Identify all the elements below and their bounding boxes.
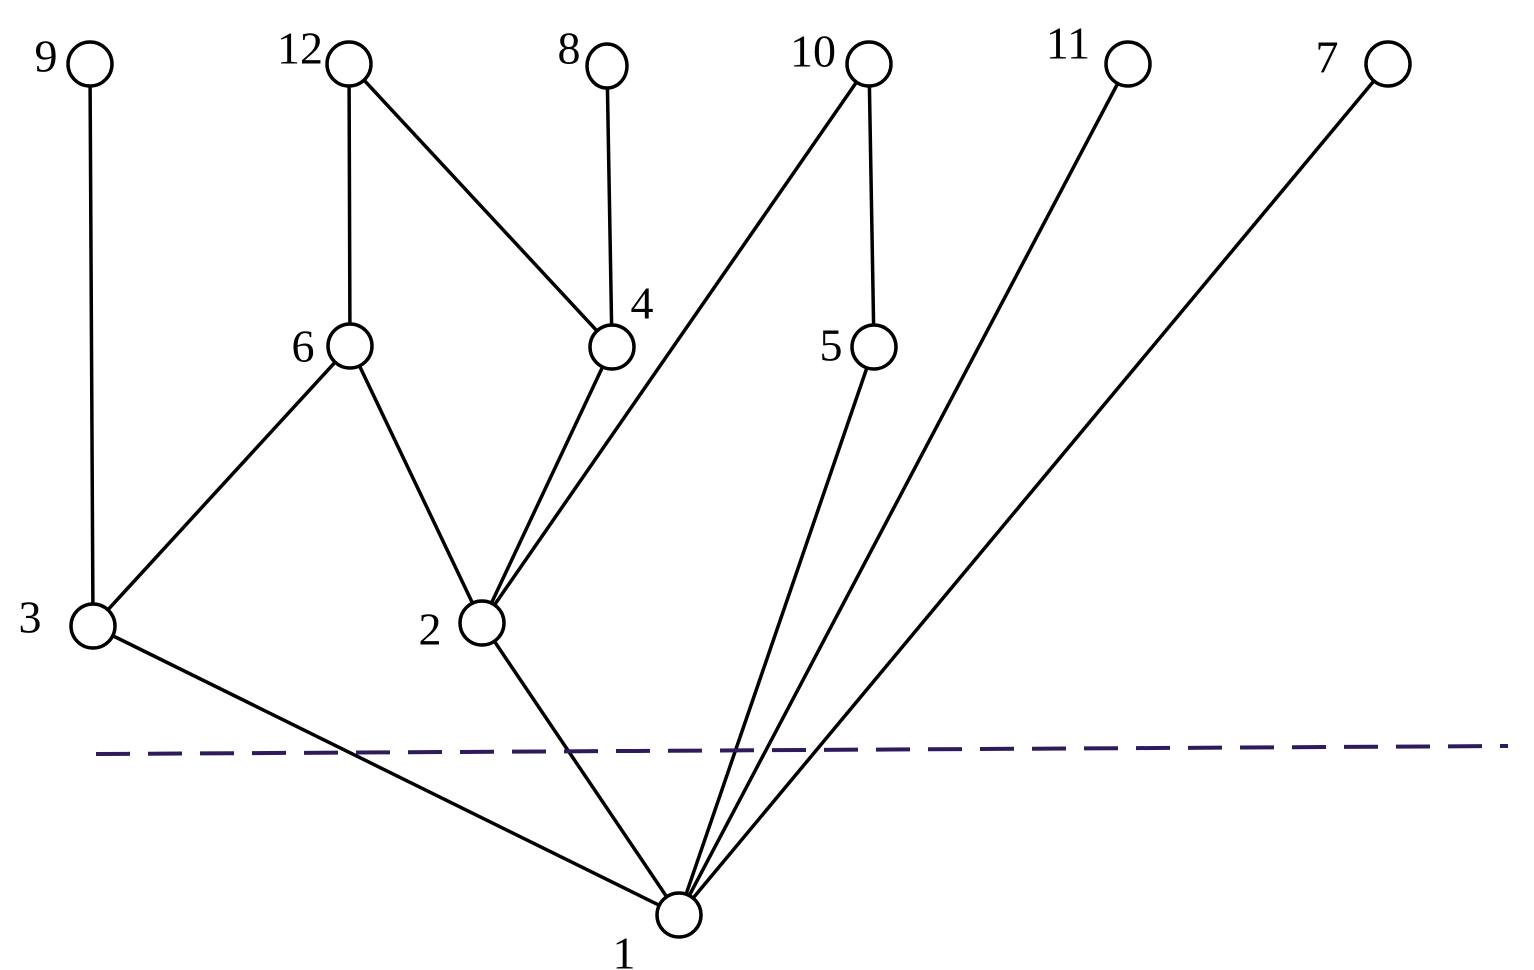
node-5 <box>850 323 898 371</box>
edge-10-5 <box>867 84 876 327</box>
node-label-1: 1 <box>613 928 636 970</box>
node-12 <box>325 40 373 88</box>
nodes-layer <box>66 40 1412 939</box>
node-11 <box>1104 40 1152 88</box>
dashed-cut-line <box>95 744 1509 756</box>
edge-11-1 <box>687 81 1120 898</box>
node-label-7: 7 <box>1316 32 1339 83</box>
edge-6-2 <box>357 364 475 605</box>
node-4 <box>588 323 636 371</box>
edge-6-3 <box>106 360 337 612</box>
edge-3-1 <box>110 633 662 908</box>
edges-layer <box>88 78 1376 908</box>
node-8 <box>585 42 629 90</box>
node-label-12: 12 <box>277 23 323 74</box>
node-label-2: 2 <box>419 604 442 655</box>
edge-10-2 <box>492 80 859 607</box>
edge-4-2 <box>489 365 605 605</box>
edge-5-1 <box>684 366 869 896</box>
node-label-6: 6 <box>292 321 315 372</box>
node-6 <box>326 322 374 370</box>
node-label-4: 4 <box>631 278 654 329</box>
edge-2-1 <box>492 639 669 899</box>
edge-12-6 <box>347 84 352 326</box>
node-label-10: 10 <box>790 26 836 77</box>
edge-12-4 <box>362 78 599 333</box>
node-label-5: 5 <box>820 320 843 371</box>
node-9 <box>66 40 114 88</box>
node-7 <box>1364 40 1412 88</box>
node-label-11: 11 <box>1046 18 1090 69</box>
node-10 <box>845 40 893 88</box>
node-2 <box>458 599 506 647</box>
edge-8-4 <box>605 84 614 327</box>
node-1 <box>655 891 703 939</box>
edge-9-3 <box>88 84 95 606</box>
node-label-9: 9 <box>35 31 58 82</box>
edge-7-1 <box>691 79 1376 900</box>
node-label-3: 3 <box>19 592 42 643</box>
node-3 <box>69 602 117 650</box>
node-label-8: 8 <box>558 23 581 74</box>
